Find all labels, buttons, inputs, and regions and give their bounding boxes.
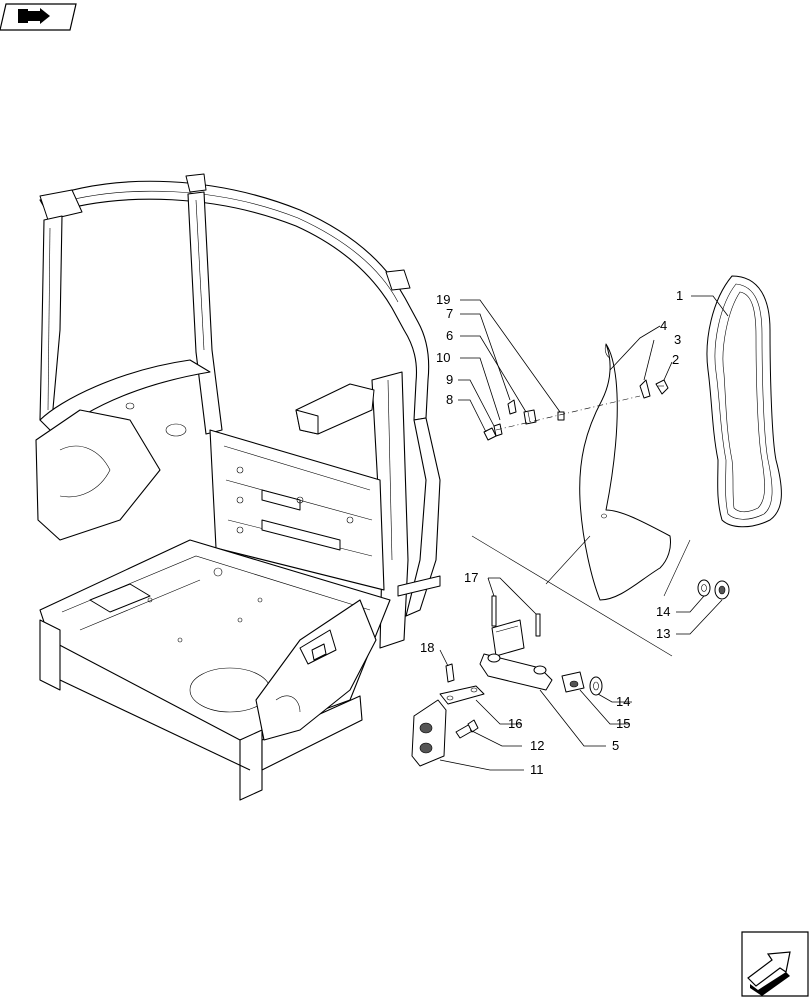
part-bolt-12 bbox=[455, 719, 479, 739]
part-clip-2 bbox=[655, 379, 669, 395]
hinge-reference-line-b bbox=[545, 535, 591, 585]
callout-10: 10 bbox=[436, 350, 450, 365]
callout-8: 8 bbox=[446, 392, 453, 407]
part-clip-3 bbox=[639, 379, 651, 399]
callout-13: 13 bbox=[656, 626, 670, 641]
callout-19: 19 bbox=[436, 292, 450, 307]
callout-17: 17 bbox=[464, 570, 478, 585]
callout-12: 12 bbox=[530, 738, 544, 753]
callout-2: 2 bbox=[672, 352, 679, 367]
part-hinge-5 bbox=[479, 619, 553, 691]
next-page-arrow-icon[interactable] bbox=[741, 931, 809, 997]
book-arrow-icon[interactable] bbox=[0, 3, 77, 31]
callout-14-lower: 14 bbox=[616, 694, 630, 709]
part-hardware-6 bbox=[523, 409, 537, 425]
part-washer-13 bbox=[714, 580, 730, 600]
callout-6: 6 bbox=[446, 328, 453, 343]
callout-3: 3 bbox=[674, 332, 681, 347]
hinge-reference-line-c bbox=[663, 539, 691, 597]
callout-11: 11 bbox=[530, 762, 544, 777]
part-hardware-8 bbox=[483, 427, 497, 441]
part-pin-17 bbox=[491, 595, 541, 637]
callout-5: 5 bbox=[612, 738, 619, 753]
callout-16: 16 bbox=[508, 716, 522, 731]
part-pin-18 bbox=[445, 663, 455, 683]
part-glass bbox=[579, 343, 671, 601]
callout-1: 1 bbox=[676, 288, 683, 303]
callout-15: 15 bbox=[616, 716, 630, 731]
part-hardware-19 bbox=[557, 411, 565, 421]
callout-labels: 1 2 3 4 5 6 7 8 9 10 11 12 13 14 14 15 1… bbox=[420, 288, 683, 777]
callout-9: 9 bbox=[446, 372, 453, 387]
hinge-reference-line-a bbox=[471, 535, 673, 657]
part-hardware-9 bbox=[493, 423, 503, 437]
part-washer-14-lower bbox=[589, 676, 603, 696]
callout-4: 4 bbox=[660, 318, 667, 333]
part-seal bbox=[706, 275, 782, 528]
callout-7: 7 bbox=[446, 306, 453, 321]
callout-18: 18 bbox=[420, 640, 434, 655]
part-bushing-15 bbox=[561, 671, 585, 693]
leader-lines bbox=[439, 295, 729, 771]
cab-frame bbox=[35, 173, 441, 801]
part-washer-14-upper bbox=[697, 579, 711, 597]
part-hardware-7 bbox=[507, 399, 517, 415]
part-link-16 bbox=[439, 685, 485, 705]
part-hinge-plate-11 bbox=[411, 699, 447, 767]
alignment-line bbox=[495, 395, 641, 431]
callout-14-upper: 14 bbox=[656, 604, 670, 619]
